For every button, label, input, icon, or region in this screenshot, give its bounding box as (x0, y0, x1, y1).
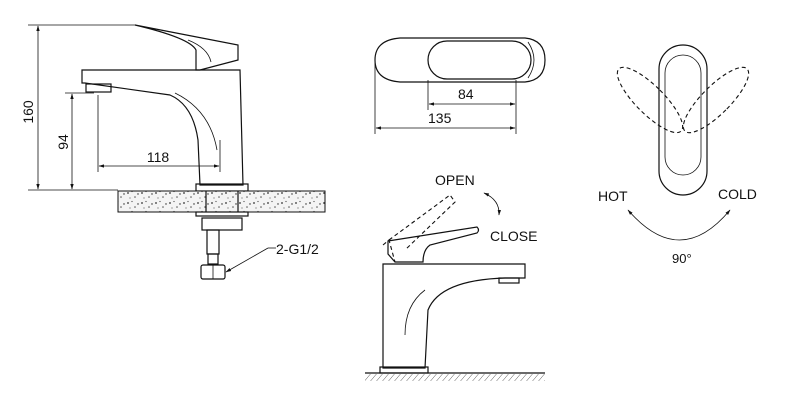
dim-overall-length: 135 (374, 62, 516, 134)
close-label: CLOSE (490, 228, 537, 244)
dim-label-160: 160 (20, 100, 36, 124)
dim-overall-height: 160 (20, 24, 135, 191)
open-close-arrow (483, 192, 502, 216)
countertop (117, 190, 326, 213)
faucet-side-outline (81, 24, 249, 192)
side-view: 160 94 118 2-G1/2 (20, 24, 326, 280)
cold-label: COLD (718, 186, 757, 202)
dim-spout-height: 94 (55, 92, 94, 190)
dim-label-118: 118 (147, 149, 170, 165)
connection-label: 2-G1/2 (276, 241, 319, 257)
dim-lever-length: 84 (427, 80, 517, 134)
rotation-arc (627, 209, 731, 241)
dim-label-135: 135 (428, 110, 452, 126)
mounting-hardware (195, 211, 249, 280)
top-view: 84 135 (374, 37, 546, 134)
angle-label: 90° (672, 251, 692, 266)
open-label: OPEN (435, 172, 475, 188)
operation-view: OPEN CLOSE (365, 172, 545, 381)
front-view: HOT COLD 90° (598, 44, 757, 266)
lever-top (427, 40, 532, 80)
dim-label-84: 84 (458, 86, 474, 102)
dim-spout-reach: 118 (97, 95, 221, 172)
dim-label-94: 94 (55, 134, 71, 150)
lever-front (658, 44, 708, 196)
ground-hatch (365, 374, 545, 381)
hot-label: HOT (598, 188, 628, 204)
connection-callout: 2-G1/2 (225, 241, 319, 273)
